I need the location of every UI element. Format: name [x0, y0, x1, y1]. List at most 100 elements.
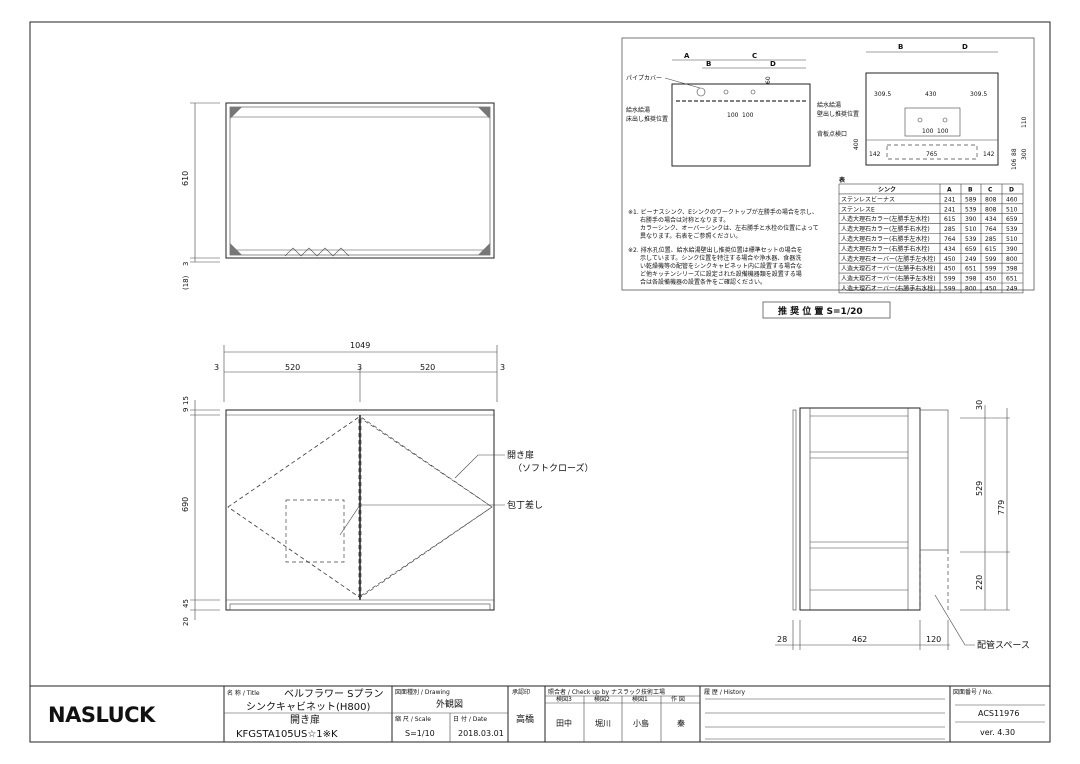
- table-cell: 390: [965, 216, 977, 223]
- label-supply-floor: 給水給湯: [626, 106, 650, 114]
- recommended-position-detail: A C B D パイプカバー 給水給湯 床出し推奨位置 60 100 100 B…: [621, 37, 1035, 294]
- dim-60: 60: [765, 76, 772, 84]
- dim-610: 610: [181, 171, 190, 186]
- dim-100b: 100: [742, 112, 754, 119]
- dim-3-right: 3: [500, 363, 505, 372]
- label-door-sub: （ソフトクローズ）: [513, 462, 594, 474]
- dim-430: 430: [925, 91, 937, 98]
- svg-text:※2. 排水孔位置、給水給湯壁出し推奨位置は標準セットの場合: ※2. 排水孔位置、給水給湯壁出し推奨位置は標準セットの場合を: [628, 246, 803, 254]
- history-label: 履 歴 / History: [704, 689, 746, 696]
- table-title: 表: [838, 176, 846, 184]
- dim-100d: 100: [937, 128, 949, 135]
- dim-400: 400: [853, 138, 860, 150]
- dim-9: 9: [182, 408, 190, 412]
- checker-name: 小島: [633, 718, 649, 728]
- svg-text:ど他キッチンシリーズに設定された設備機器類を設置する場: ど他キッチンシリーズに設定された設備機器類を設置する場: [640, 270, 802, 278]
- label-d-right: D: [962, 43, 968, 51]
- dim-300: 300: [1021, 148, 1028, 160]
- label-knife-holder: 包丁差し: [507, 499, 543, 511]
- dim-110: 110: [1021, 116, 1028, 128]
- dim-3-center: 3: [357, 363, 362, 372]
- dim-690: 690: [181, 497, 190, 512]
- svg-text:異なります。右表をご参照ください。: 異なります。右表をご参照ください。: [640, 232, 741, 240]
- dim-309-5-left: 309.5: [874, 91, 891, 98]
- svg-text:※1. ビーナスシンク、Eシンクのワークトップが左勝手の場合: ※1. ビーナスシンク、Eシンクのワークトップが左勝手の場合を示し、: [628, 208, 818, 216]
- table-cell: 808: [985, 196, 997, 203]
- side-view: 30 529 220 779 28 462 120 配管スペース: [775, 400, 1030, 651]
- table-cell: 285: [985, 236, 997, 243]
- note-2: ※2. 排水孔位置、給水給湯壁出し推奨位置は標準セットの場合を 示しています。シ…: [628, 246, 803, 286]
- svg-text:右勝手の場合は対称となります。: 右勝手の場合は対称となります。: [640, 216, 729, 224]
- dim-142-right: 142: [983, 151, 995, 158]
- table-cell: 539: [965, 206, 977, 213]
- checker-name: 秦: [677, 718, 685, 728]
- table-cell: 434: [985, 216, 997, 223]
- version: ver. 4.30: [980, 728, 1015, 737]
- check-label: 照合者 / Check up by ナスラック技術工場: [548, 688, 665, 696]
- table-cell: 659: [965, 246, 977, 253]
- scale-label: 縮 尺 / Scale: [395, 715, 431, 723]
- table-row-label: 人造大理石オーバー(左勝手左水栓): [841, 255, 936, 263]
- table-cell: 599: [985, 256, 997, 263]
- table-cell: 659: [1006, 216, 1018, 223]
- table-row-label: 人造大理石カラー(左勝手右水栓): [841, 225, 930, 233]
- table-cell: 615: [944, 216, 956, 223]
- dim-30: 30: [975, 400, 984, 410]
- title-line-3: 開き扉: [290, 713, 320, 726]
- dim-309-5-right: 309.5: [970, 91, 987, 98]
- title-line-2: シンクキャビネット(H800): [246, 701, 371, 713]
- date-label: 日 付 / Date: [453, 715, 487, 723]
- table-cell: 450: [944, 256, 956, 263]
- dim-28: 28: [777, 635, 787, 644]
- label-inspection-port: 背板点検口: [817, 130, 847, 138]
- label-supply-wall: 給水給湯: [817, 101, 841, 109]
- dim-88: 88: [1011, 148, 1018, 156]
- label-a: A: [684, 52, 690, 60]
- table-row-label: 人造大理石オーバー(右勝手右水栓): [841, 285, 936, 293]
- dim-765: 765: [926, 151, 938, 158]
- table-header: B: [968, 187, 973, 194]
- table-cell: 651: [965, 266, 977, 273]
- approval-label: 承認印: [512, 688, 530, 696]
- date-value: 2018.03.01: [458, 729, 504, 738]
- table-row-label: 人造大理石オーバー(左勝手右水栓): [841, 265, 936, 273]
- table-cell: 589: [965, 196, 977, 203]
- title-label: 名 称 / Title: [227, 689, 260, 697]
- table-header: C: [988, 187, 993, 194]
- dim-106: 106: [1011, 158, 1018, 170]
- table-row-label: ステンレスビーナス: [841, 195, 895, 203]
- dim-18: (18): [182, 275, 190, 290]
- dim-100a: 100: [727, 112, 739, 119]
- label-b-right: B: [898, 43, 903, 51]
- table-cell: 599: [985, 266, 997, 273]
- table-row-label: 人造大理石カラー(左勝手左水栓): [841, 215, 930, 223]
- dim-520-left: 520: [285, 363, 300, 372]
- check-col: 作 図: [671, 695, 685, 703]
- dim-779: 779: [997, 500, 1006, 515]
- table-frame: [838, 183, 1024, 294]
- table-cell: 249: [1006, 286, 1018, 293]
- label-c: C: [752, 52, 757, 60]
- table-cell: 764: [985, 226, 997, 233]
- table-cell: 615: [985, 246, 997, 253]
- table-cell: 539: [1006, 226, 1018, 233]
- dim-3-left: 3: [214, 363, 219, 372]
- dim-520-right: 520: [420, 363, 435, 372]
- drawing-number: ACS11976: [978, 709, 1019, 718]
- label-piping-space: 配管スペース: [977, 639, 1030, 651]
- check-col: 検図1: [632, 695, 648, 703]
- table-cell: 390: [1006, 246, 1018, 253]
- product-code: KFGSTA105US☆1※K: [236, 729, 338, 740]
- table-header: D: [1009, 187, 1014, 194]
- table-cell: 434: [944, 246, 956, 253]
- table-cell: 764: [944, 236, 956, 243]
- table-cell: 398: [965, 276, 977, 283]
- dim-142-left: 142: [869, 151, 881, 158]
- label-supply-wall-2: 壁出し推奨位置: [817, 110, 859, 118]
- dim-120: 120: [926, 635, 941, 644]
- svg-text:い乾燥機等の配管をシンクキャビネット内に設置する場合な: い乾燥機等の配管をシンクキャビネット内に設置する場合な: [640, 262, 802, 270]
- table-header: A: [947, 187, 952, 194]
- table-cell: 800: [965, 286, 977, 293]
